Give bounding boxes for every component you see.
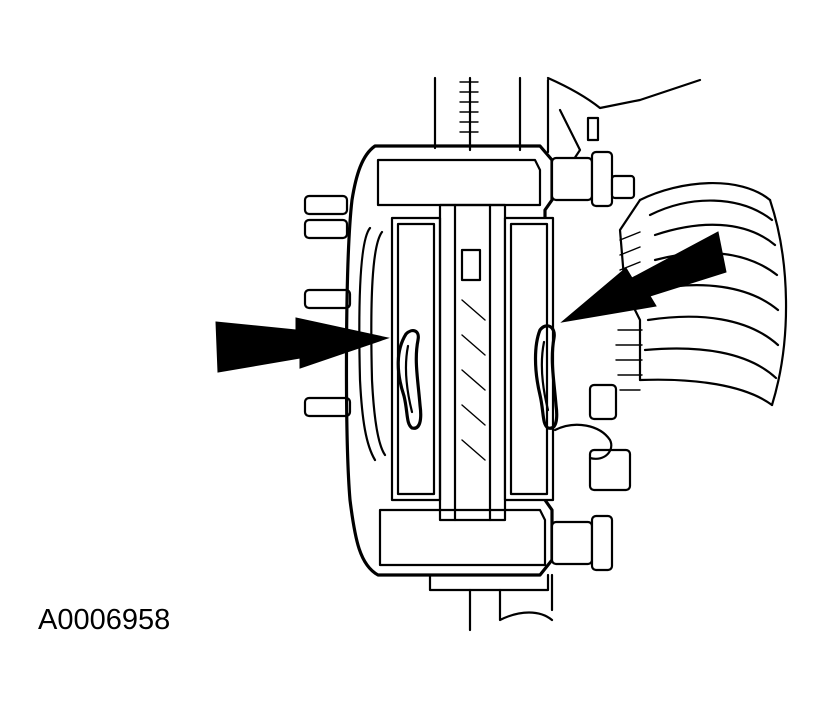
rotor-center	[438, 203, 507, 522]
outer-pad-anti-rattle-clip	[533, 324, 559, 430]
rotor-upper	[433, 76, 550, 154]
wheel-studs	[303, 194, 352, 418]
caliper-body	[344, 144, 554, 577]
guide-pin-bolts	[550, 150, 636, 572]
rotor-lower	[428, 573, 554, 632]
right-arrow	[560, 231, 727, 323]
left-arrow	[215, 317, 390, 373]
outer-brake-pad	[503, 216, 555, 502]
figure-id-label: A0006958	[38, 604, 171, 636]
inner-pad-anti-rattle-clip	[396, 329, 423, 430]
